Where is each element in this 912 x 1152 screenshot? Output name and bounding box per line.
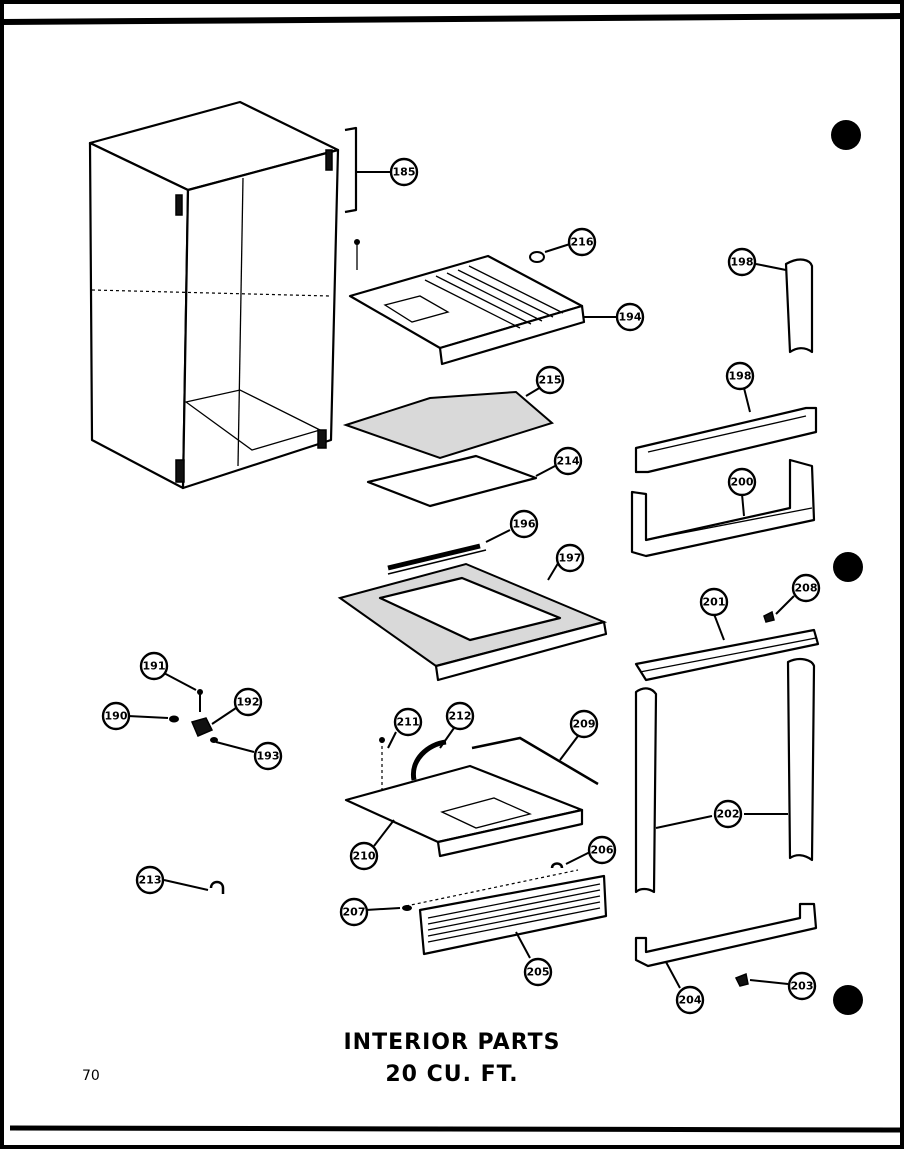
svg-text:192: 192 [237, 696, 260, 709]
svg-text:202: 202 [717, 808, 740, 821]
svg-text:204: 204 [679, 994, 702, 1007]
svg-text:191: 191 [143, 660, 166, 673]
callout-193: 193 [253, 741, 283, 771]
svg-text:216: 216 [571, 236, 594, 249]
callout-202: 202 [713, 799, 743, 829]
callout-213: 213 [135, 865, 165, 895]
svg-text:200: 200 [731, 476, 754, 489]
callout-208: 208 [791, 573, 821, 603]
part-208-clip [763, 595, 795, 623]
part-216-plug [529, 243, 571, 263]
callout-185: 185 [389, 157, 419, 187]
svg-text:203: 203 [791, 980, 814, 993]
callout-209: 209 [569, 709, 599, 739]
svg-text:193: 193 [257, 750, 280, 763]
punch-hole-top [831, 120, 861, 150]
svg-text:215: 215 [539, 374, 562, 387]
punch-hole-middle [833, 552, 863, 582]
diagram-subtitle: 20 CU. FT. [385, 1062, 519, 1087]
svg-text:213: 213 [139, 874, 162, 887]
callout-203: 203 [787, 971, 817, 1001]
part-202-side-trims [634, 657, 816, 894]
part-209-rod [471, 735, 599, 786]
callout-199: 198 [727, 247, 757, 277]
part-199-trim [755, 258, 814, 354]
part-200-door-shelf [630, 458, 816, 558]
part-197-frame [337, 559, 608, 682]
callout-190: 190 [101, 701, 131, 731]
svg-text:207: 207 [343, 906, 366, 919]
page-number: 70 [82, 1068, 100, 1084]
svg-text:205: 205 [527, 966, 550, 979]
callout-214: 214 [553, 446, 583, 476]
diagram-title: INTERIOR PARTS [343, 1030, 561, 1055]
callout-211: 211 [393, 707, 423, 737]
cabinet-liner [88, 100, 340, 490]
callout-192: 192 [233, 687, 263, 717]
svg-text:210: 210 [353, 850, 376, 863]
part-213-clip [163, 879, 225, 894]
callout-215: 215 [535, 365, 565, 395]
svg-text:206: 206 [591, 844, 614, 857]
callout-205: 205 [523, 957, 553, 987]
part-215-insulation [342, 383, 555, 460]
svg-text:214: 214 [557, 455, 580, 468]
svg-text:196: 196 [513, 518, 536, 531]
hardware-cluster [127, 671, 255, 753]
part-185-rail [344, 126, 392, 214]
callout-207: 207 [339, 897, 369, 927]
part-203-clip [734, 972, 789, 987]
callout-198: 198 [725, 361, 755, 391]
part-196-strip [387, 529, 511, 575]
part-204-bottom-trim [634, 902, 818, 989]
svg-text:211: 211 [397, 716, 420, 729]
callout-196: 196 [509, 509, 539, 539]
punch-hole-bottom [833, 985, 863, 1015]
part-201-top-trim [634, 613, 820, 682]
callout-206: 206 [587, 835, 617, 865]
part-198-shelf-rail [634, 387, 818, 474]
callout-212: 212 [445, 701, 475, 731]
callout-204: 204 [675, 985, 705, 1015]
callout-191: 191 [139, 651, 169, 681]
callout-200: 200 [727, 467, 757, 497]
svg-text:185: 185 [393, 166, 416, 179]
svg-text:194: 194 [619, 311, 642, 324]
svg-text:198: 198 [729, 370, 752, 383]
svg-text:198: 198 [731, 256, 754, 269]
svg-text:209: 209 [573, 718, 596, 731]
part-205-grille [365, 851, 608, 959]
svg-text:208: 208 [795, 582, 818, 595]
callout-216: 216 [567, 227, 597, 257]
callout-194: 194 [615, 302, 645, 332]
part-210-crisper-cover [344, 727, 584, 858]
part-214-pad [366, 454, 556, 508]
part-194-cover-plate [348, 239, 618, 366]
svg-text:190: 190 [105, 710, 128, 723]
svg-text:212: 212 [449, 710, 472, 723]
svg-text:201: 201 [703, 596, 726, 609]
callout-201: 201 [699, 587, 729, 617]
svg-text:197: 197 [559, 552, 582, 565]
callout-197: 197 [555, 543, 585, 573]
callout-210: 210 [349, 841, 379, 871]
